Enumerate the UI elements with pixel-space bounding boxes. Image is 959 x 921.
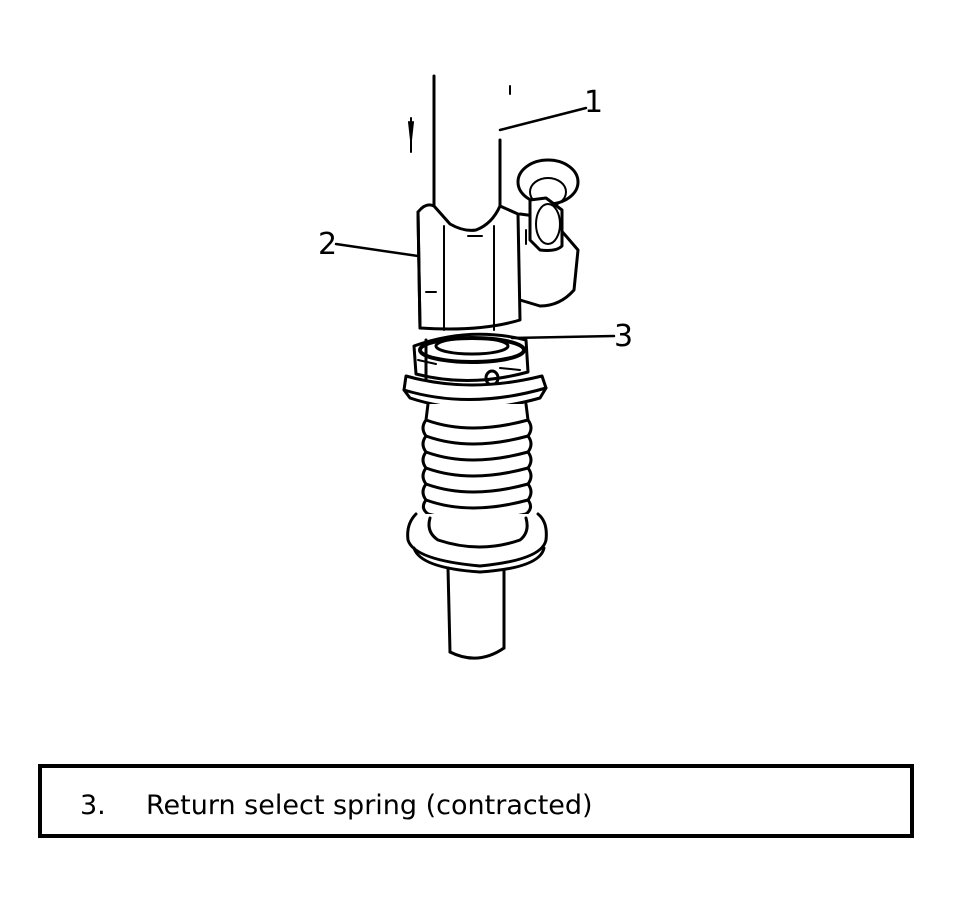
legend-item-text: Return select spring (contracted) bbox=[146, 790, 593, 821]
lower-rod bbox=[446, 566, 506, 660]
shift-lever-assembly-diagram: 1 2 3 bbox=[318, 74, 633, 660]
select-lever-body bbox=[416, 203, 522, 331]
select-lever-roller bbox=[516, 158, 580, 308]
lower-flange bbox=[406, 512, 548, 574]
callout-label-1: 1 bbox=[584, 85, 603, 120]
legend-item: 3. Return select spring (contracted) bbox=[80, 790, 593, 821]
callout-label-2: 2 bbox=[318, 227, 337, 262]
leader-line-2 bbox=[334, 242, 420, 258]
legend-item-number: 3. bbox=[80, 790, 106, 821]
rubber-boot bbox=[421, 402, 533, 522]
legend-box: 3. Return select spring (contracted) bbox=[38, 764, 914, 838]
shaft bbox=[408, 74, 511, 208]
return-select-spring bbox=[412, 332, 530, 387]
leader-line-3 bbox=[510, 334, 616, 340]
leader-lines bbox=[334, 106, 616, 340]
leader-line-1 bbox=[498, 106, 588, 132]
callout-label-3: 3 bbox=[614, 319, 633, 354]
